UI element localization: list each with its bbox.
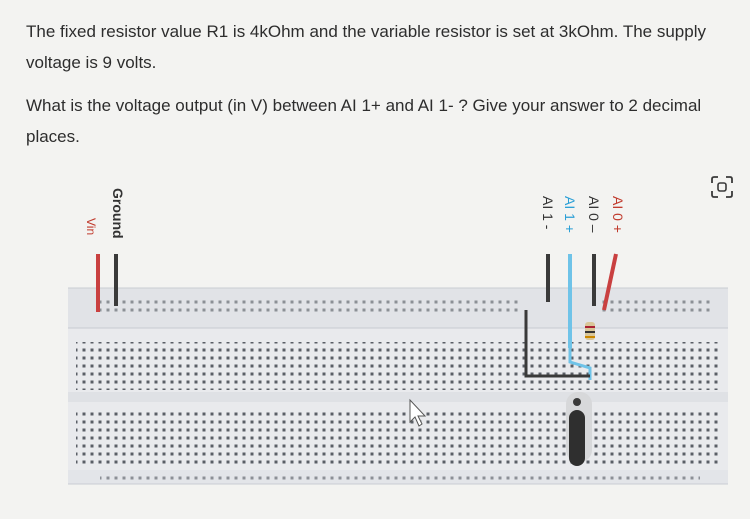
ai1-plus-jumper [568, 348, 592, 380]
label-ai1-minus: AI 1 - [540, 196, 556, 230]
label-ground: Ground [110, 188, 126, 239]
rail-holes-top-3 [600, 297, 710, 305]
question-paragraph-2: What is the voltage output (in V) betwee… [26, 96, 702, 146]
rail-holes-top-2 [100, 306, 520, 314]
label-ai0-minus: AI 0 – [586, 196, 602, 233]
mouse-cursor-icon [409, 398, 427, 427]
question-paragraph-1: The fixed resistor value R1 is 4kOhm and… [26, 22, 706, 72]
rail-holes-top-1 [100, 297, 520, 305]
label-ai0-plus: AI 0 + [610, 196, 626, 233]
label-ai1-plus: AI 1 + [562, 196, 578, 233]
variable-resistor [566, 392, 592, 466]
label-vin: Vin [84, 218, 98, 236]
center-channel [68, 392, 728, 402]
scan-focus-icon[interactable] [710, 176, 734, 198]
ground-jumper [524, 310, 590, 378]
terminal-holes-lower [76, 410, 720, 466]
breadboard-svg [68, 253, 728, 485]
fixed-resistor-r1 [585, 322, 595, 340]
terminal-holes-upper [76, 342, 720, 390]
rail-holes-bottom [100, 476, 700, 484]
breadboard-figure: Vin Ground AI 1 - AI 1 + AI 0 – AI 0 + [0, 170, 750, 514]
ai0-plus-wire [602, 253, 618, 311]
rail-holes-top-4 [600, 306, 710, 314]
